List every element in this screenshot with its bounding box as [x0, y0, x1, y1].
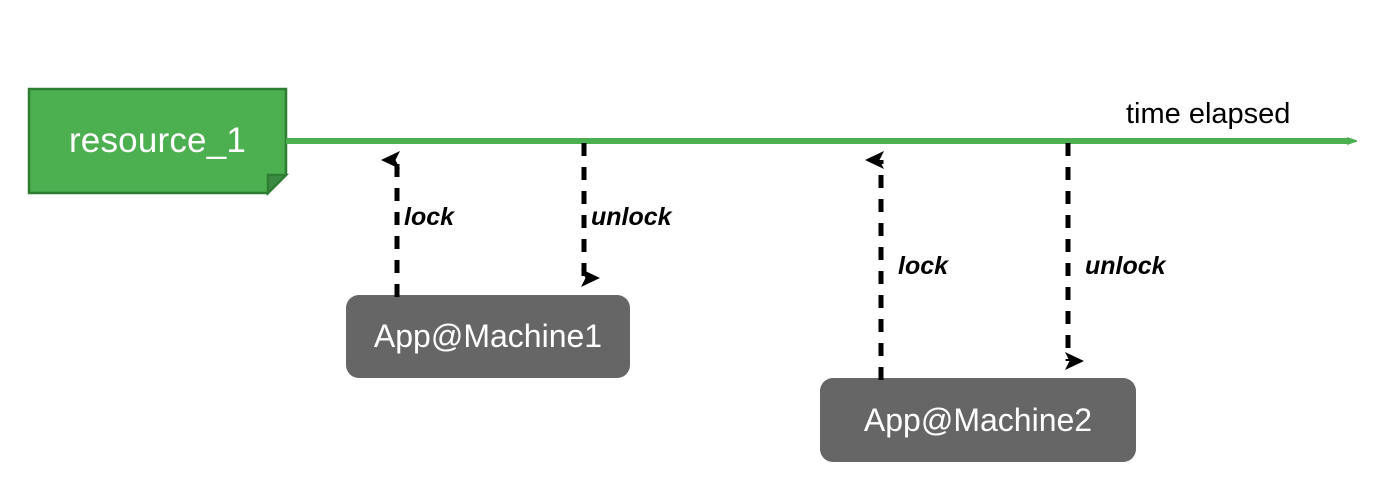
- machine1-node-shape[interactable]: [346, 295, 630, 378]
- resource-note-body: [27, 87, 288, 195]
- machine2-node-shape[interactable]: [820, 378, 1136, 462]
- resource-note-fold-icon: [266, 173, 290, 197]
- resource-node-shape[interactable]: [27, 87, 290, 197]
